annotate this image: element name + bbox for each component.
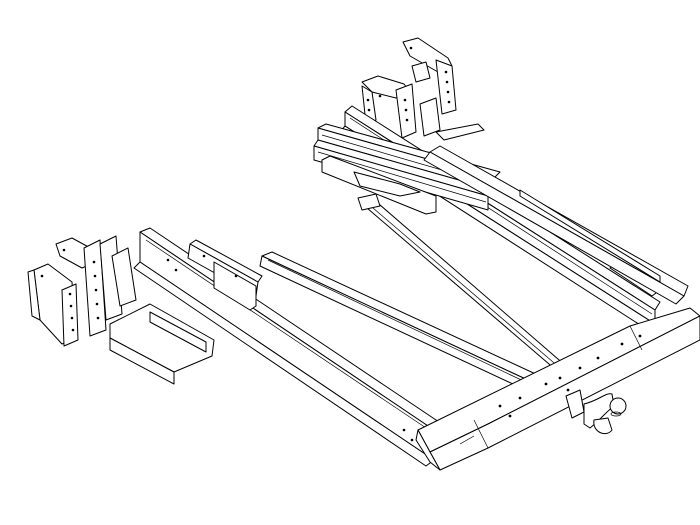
ball-hitch	[565, 389, 627, 435]
left-small-plate	[187, 239, 263, 311]
cross-beam	[415, 307, 700, 471]
right-long-rail-lower	[423, 145, 689, 305]
left-bracket-outer	[27, 263, 79, 347]
left-bracket-inner	[55, 235, 137, 337]
